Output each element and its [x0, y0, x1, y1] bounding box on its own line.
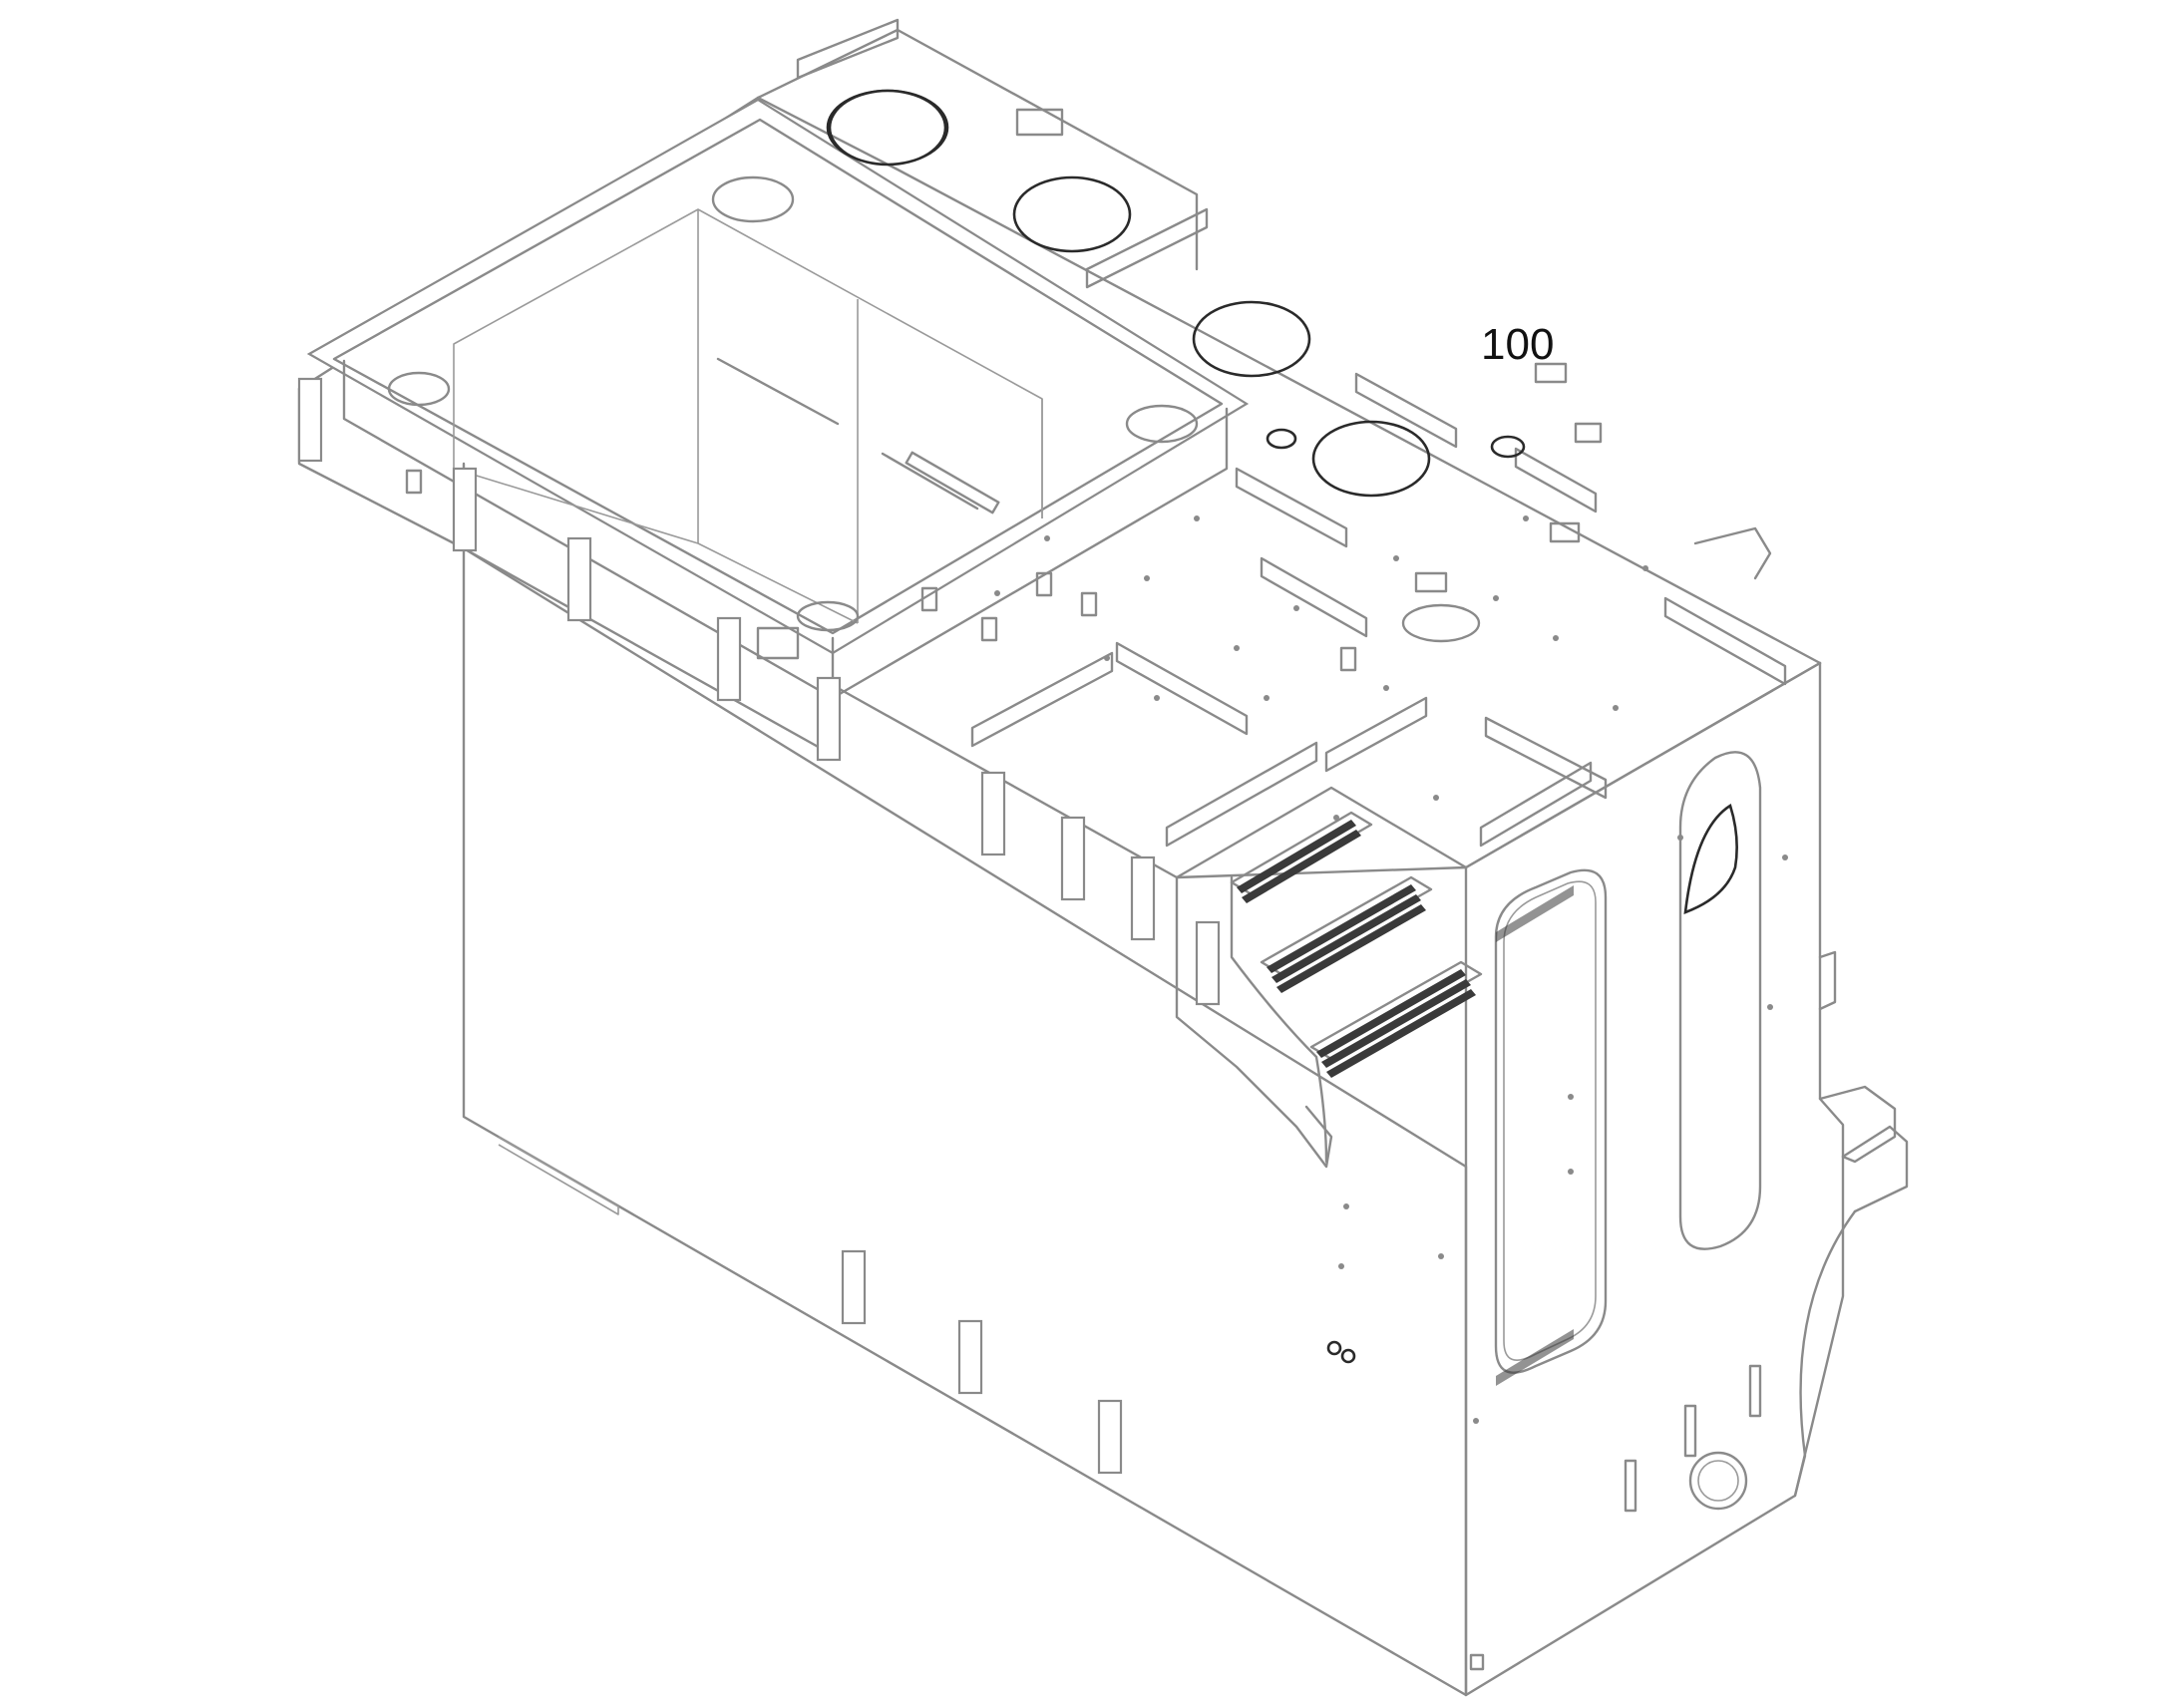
stair-well — [1175, 786, 1483, 1169]
side-lugs — [297, 377, 1221, 1475]
bottom-skid — [498, 1136, 619, 1215]
top-deck — [297, 18, 1822, 1424]
reference-numeral-label: 100 — [1481, 320, 1554, 369]
face-fittings — [1326, 1340, 1356, 1364]
front-long-face — [462, 546, 1468, 1697]
deck-bolts — [994, 515, 1788, 1424]
end-face — [1464, 661, 1909, 1697]
